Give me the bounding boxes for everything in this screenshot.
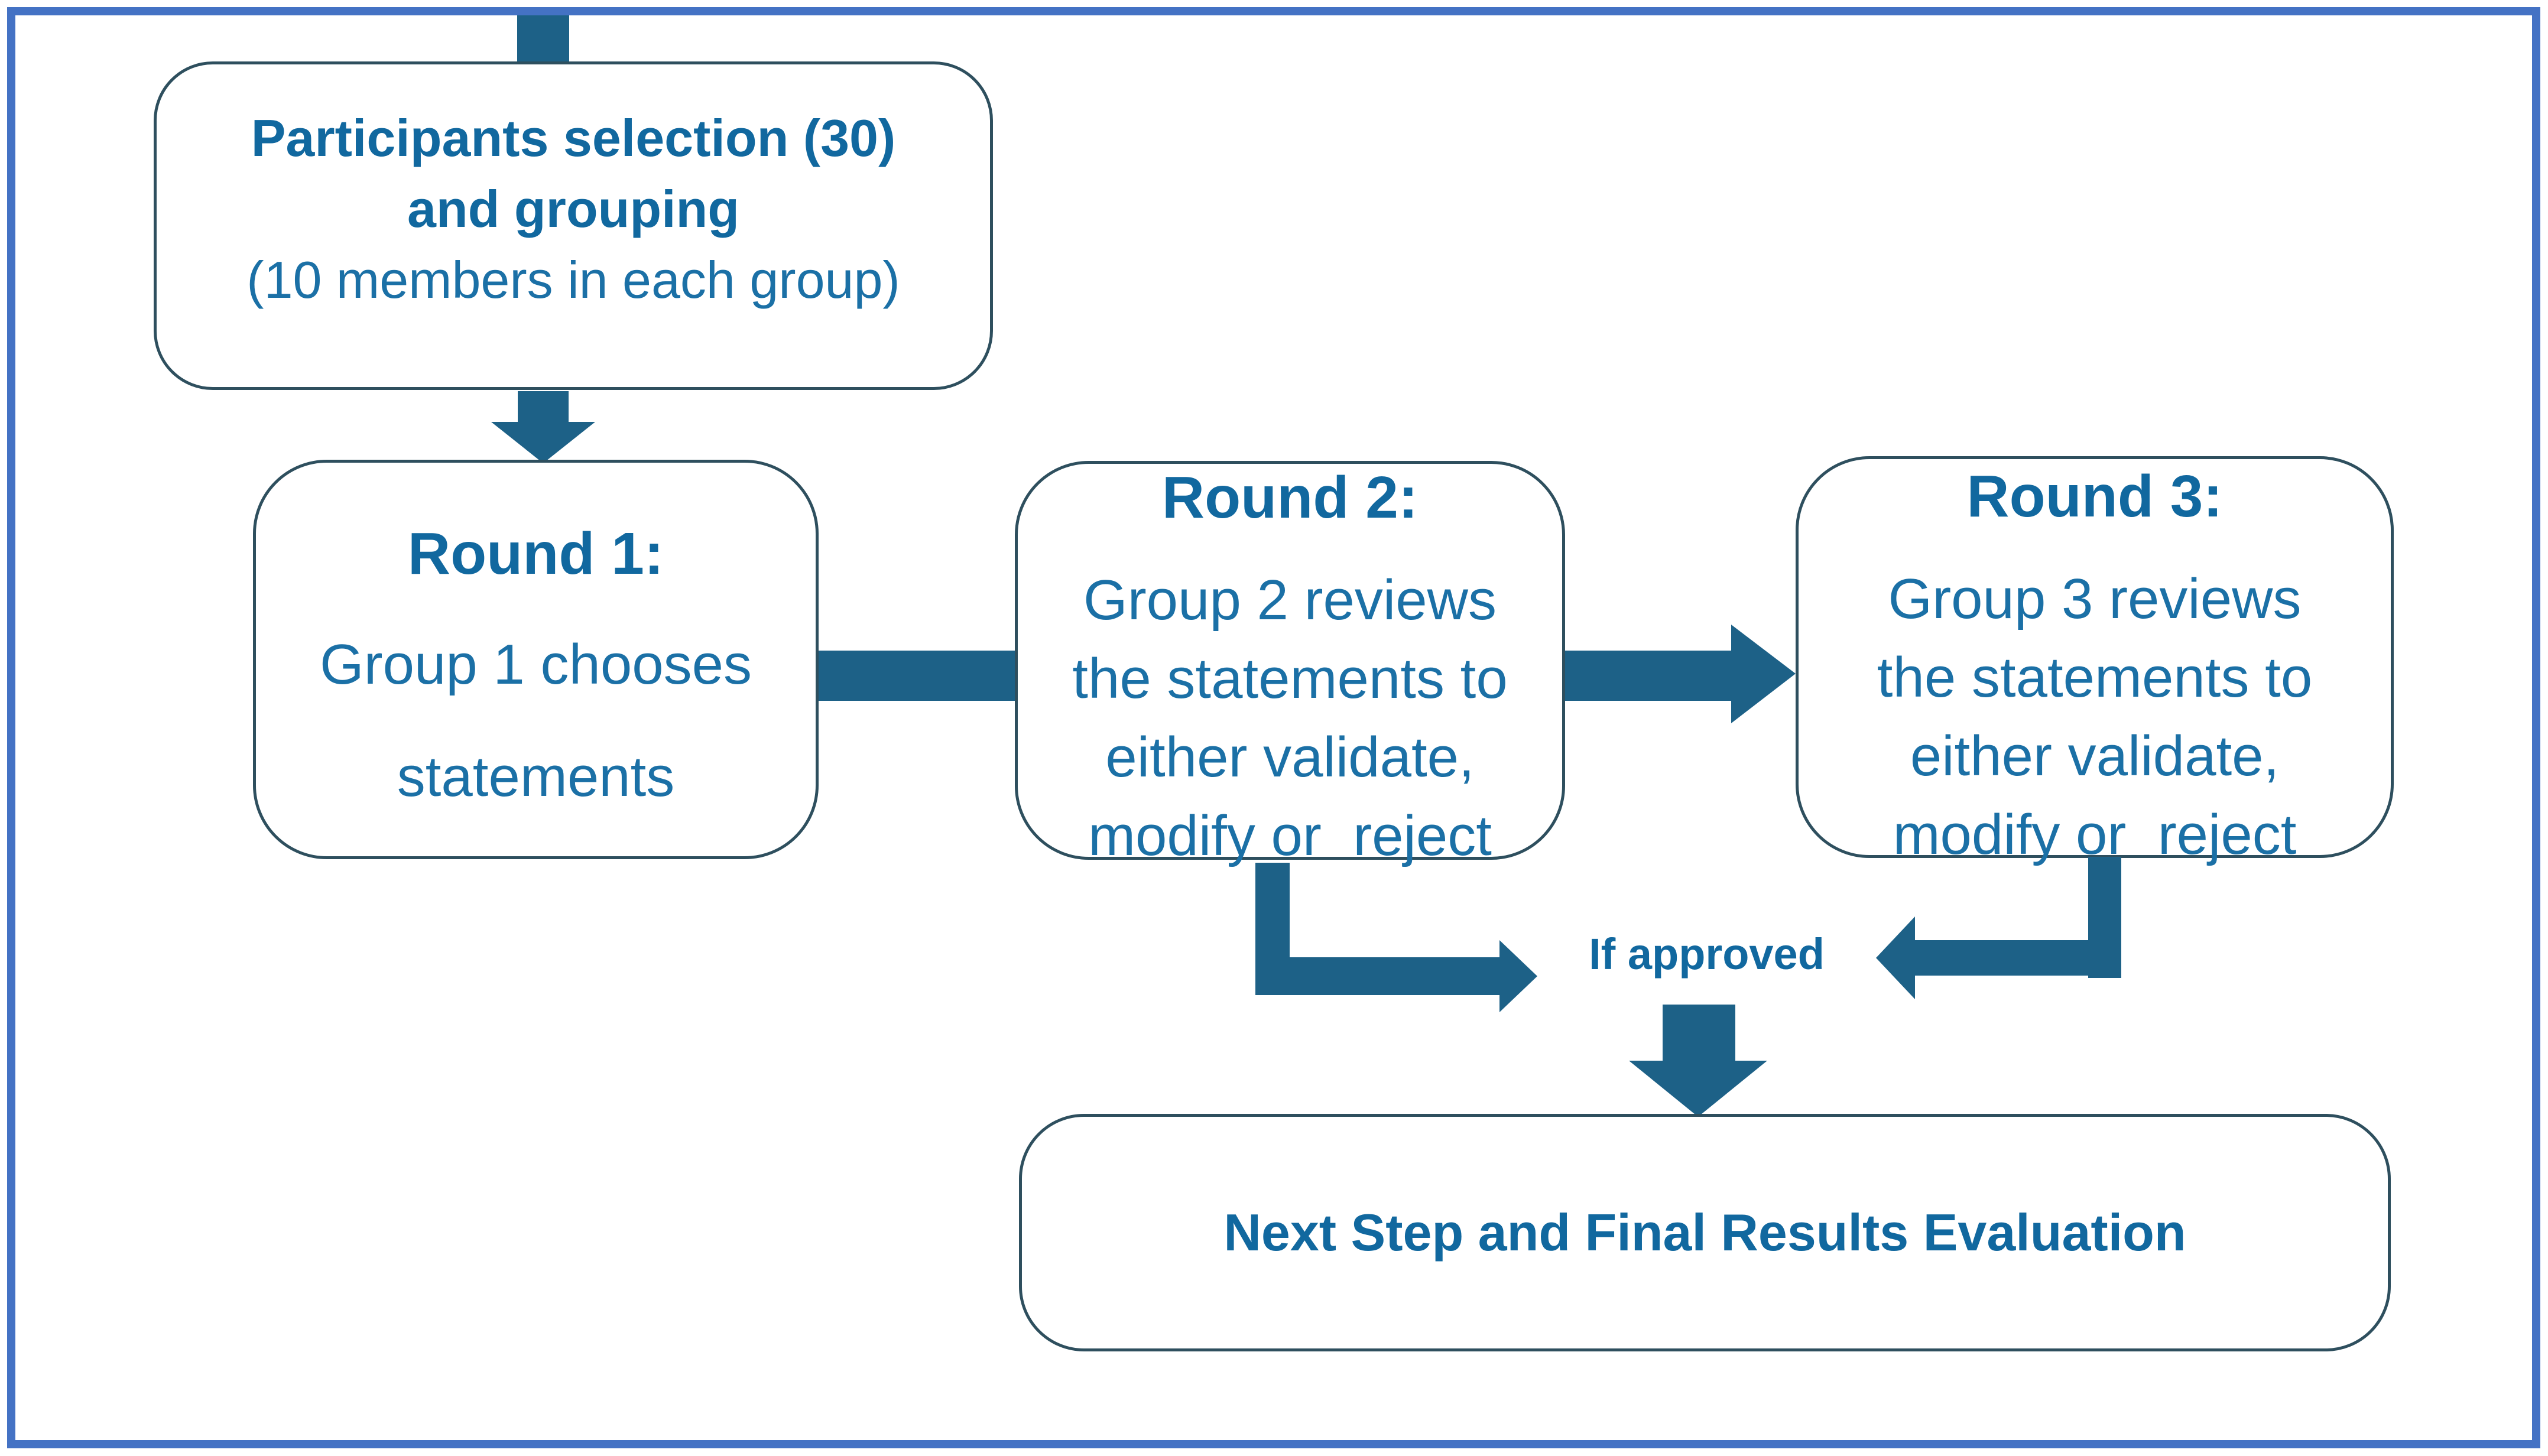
round3-line-3: either validate,: [1910, 724, 2280, 788]
participants-line-1: Participants selection (30): [251, 109, 896, 167]
connector-round1-to-round2: [819, 651, 1015, 701]
node-round3: Round 3: Group 3 reviews the statements …: [1796, 456, 2394, 866]
round3-title: Round 3:: [1966, 463, 2223, 529]
if-approved-label: If approved: [1589, 930, 1825, 979]
round1-title: Round 1:: [407, 521, 664, 587]
elbow-arrow-round3-to-if-approved: [1876, 857, 2121, 999]
elbow-arrow-round2-to-if-approved: [1255, 863, 1537, 1012]
round1-line-2: statements: [397, 745, 675, 808]
round3-line-1: Group 3 reviews: [1888, 567, 2302, 630]
round2-title: Round 2:: [1161, 464, 1419, 531]
down-arrow-if-approved-to-final: [1629, 1005, 1767, 1117]
round3-line-2: the statements to: [1877, 646, 2313, 709]
round3-line-4: modify or reject: [1893, 803, 2297, 866]
page-frame: [7, 7, 2540, 1448]
round2-line-2: the statements to: [1072, 647, 1508, 710]
round2-line-3: either validate,: [1105, 726, 1475, 789]
final-label: Next Step and Final Results Evaluation: [1223, 1203, 2186, 1262]
node-round1: Round 1: Group 1 chooses statements: [253, 460, 819, 859]
participants-line-3: (10 members in each group): [246, 251, 900, 309]
round2-line-1: Group 2 reviews: [1083, 568, 1497, 632]
down-arrow-participants-to-round1: [491, 391, 595, 463]
node-round2: Round 2: Group 2 reviews the statements …: [1015, 461, 1565, 867]
node-final-evaluation: Next Step and Final Results Evaluation: [1019, 1114, 2391, 1351]
right-arrow-round2-to-round3: [1565, 625, 1796, 723]
node-participants-selection: Participants selection (30) and grouping…: [154, 61, 993, 390]
round1-line-1: Group 1 chooses: [319, 633, 752, 696]
connector-top-stub: [517, 15, 569, 63]
participants-line-2: and grouping: [407, 180, 740, 238]
round2-line-4: modify or reject: [1088, 804, 1492, 867]
